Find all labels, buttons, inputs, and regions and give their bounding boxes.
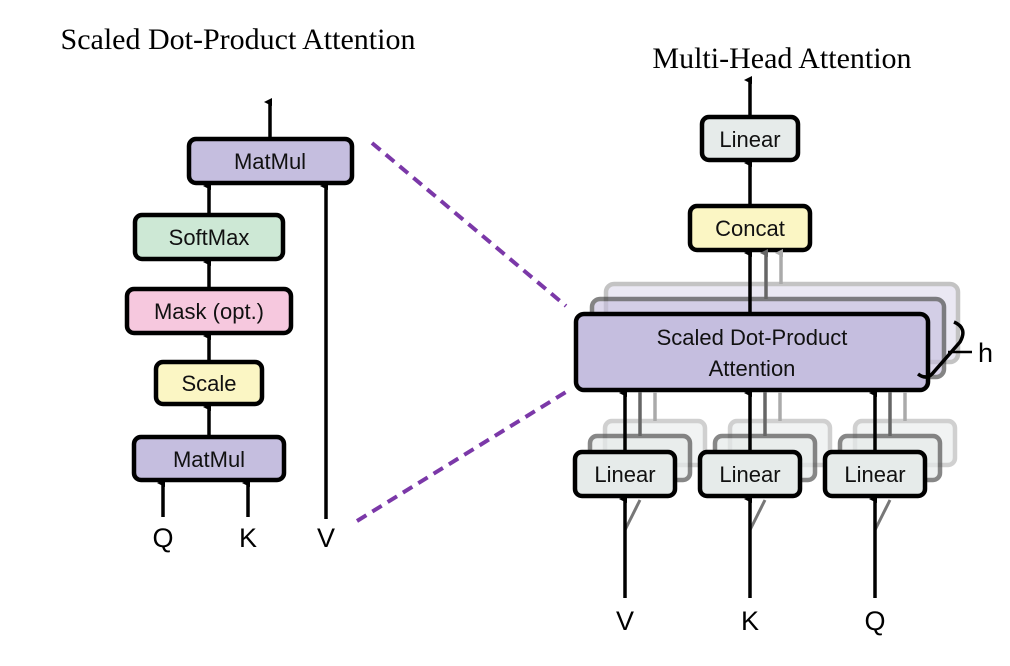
scale-box: Scale — [153, 359, 265, 407]
linear-output-box: Linear — [699, 114, 801, 163]
linear-output-label: Linear — [719, 127, 780, 152]
linear-input-label: Linear — [594, 462, 655, 487]
concat-label: Concat — [715, 216, 785, 241]
scaled-dot-product-attention-box: Scaled Dot-Product Attention — [573, 311, 931, 393]
linear-input-stacks: Linear Linear Linear — [572, 389, 958, 598]
mask-label: Mask (opt.) — [154, 299, 264, 324]
input-q-label: Q — [152, 523, 173, 553]
matmul-top-label: MatMul — [234, 149, 306, 174]
input-v-label: V — [317, 523, 335, 553]
input-fan-shadow — [623, 499, 642, 531]
left-title: Scaled Dot-Product Attention — [61, 23, 416, 56]
softmax-label: SoftMax — [169, 225, 250, 250]
scale-label: Scale — [181, 371, 236, 396]
linear-stack-k: Linear — [697, 389, 833, 598]
matmul-bottom-box: MatMul — [131, 434, 287, 483]
linear-input-label: Linear — [844, 462, 905, 487]
input-k-label: K — [239, 523, 257, 553]
input-fan-shadow — [748, 499, 767, 531]
heads-label: h — [978, 338, 993, 368]
matmul-bottom-label: MatMul — [173, 447, 245, 472]
attention-label-line2: Attention — [709, 356, 796, 381]
connector-top — [370, 141, 568, 308]
attention-label-line1: Scaled Dot-Product — [657, 325, 848, 350]
concat-box: Concat — [687, 203, 813, 253]
mh-input-k-label: K — [741, 606, 759, 636]
input-fan-shadow — [873, 499, 892, 531]
linear-stack-q: Linear — [822, 389, 958, 598]
linear-stack-v: Linear — [572, 389, 708, 598]
right-title: Multi-Head Attention — [652, 42, 911, 75]
mh-input-q-label: Q — [864, 606, 885, 636]
softmax-box: SoftMax — [132, 212, 286, 262]
connector-bottom — [355, 390, 568, 523]
mh-input-v-label: V — [616, 606, 634, 636]
heads-brace-icon — [916, 320, 965, 379]
mask-box: Mask (opt.) — [124, 286, 294, 336]
linear-input-label: Linear — [719, 462, 780, 487]
matmul-top-box: MatMul — [186, 136, 355, 186]
